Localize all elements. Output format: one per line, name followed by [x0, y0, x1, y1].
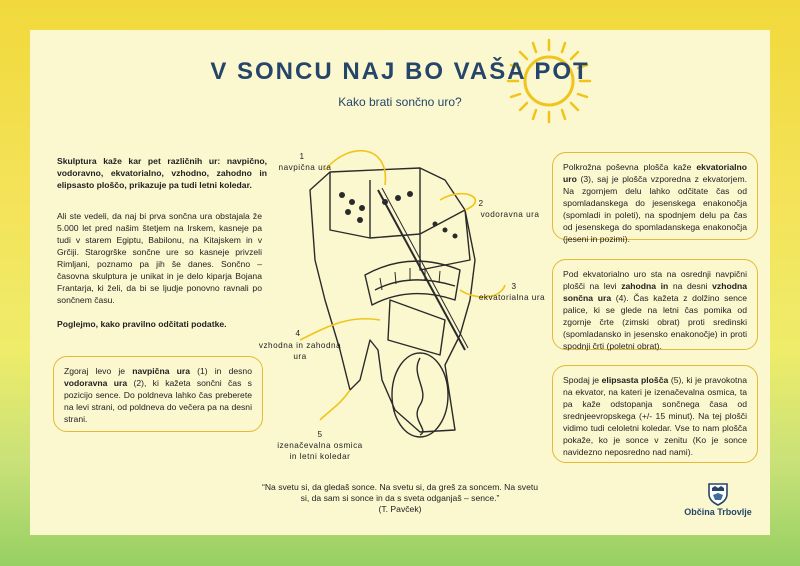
label-ellipse-plate-cont: in letni koledar — [289, 452, 351, 461]
label-number-5: 5 — [317, 430, 323, 439]
label-number-2: 2 — [478, 199, 484, 208]
label-east-west-dial-cont: ura — [293, 352, 307, 361]
label-equatorial-dial: ekvatorialna ura — [478, 293, 546, 302]
info-box-vertical-horizontal: Zgoraj levo je navpična ura (1) in desno… — [53, 356, 263, 432]
label-number-3: 3 — [511, 282, 517, 291]
info-box-equatorial: Polkrožna poševna plošča kaže ekvatorial… — [552, 152, 758, 244]
callout-lines — [299, 149, 506, 421]
label-vertical-dial: navpična ura — [278, 163, 332, 172]
label-ellipse-plate: izenačevalna osmica — [277, 441, 363, 450]
intro-cta: Poglejmo, kako pravilno odčitati podatke… — [57, 319, 227, 329]
page-title: V SONCU NAJ BO VAŠA POT — [210, 58, 590, 85]
info-box-east-west: Pod ekvatorialno uro sta na osrednji nav… — [552, 259, 758, 351]
sun-icon — [506, 38, 592, 124]
quote-author: (T. Pavček) — [378, 504, 422, 514]
label-number-4: 4 — [295, 329, 301, 338]
info-box-ellipse: Spodaj je elipsasta plošča (5), ki je pr… — [552, 365, 758, 463]
intro-lead: Skulptura kaže kar pet različnih ur: nav… — [57, 156, 267, 190]
quote-block: “Na svetu si, da gledaš sonce. Na svetu … — [232, 482, 568, 515]
quote-line-1: “Na svetu si, da gledaš sonce. Na svetu … — [261, 482, 539, 492]
quote-line-2: si, da sam si sonce in da s sveta odganj… — [300, 493, 500, 503]
sundial-sculpture-illustration — [309, 167, 476, 438]
page-subtitle: Kako brati sončno uro? — [338, 95, 462, 109]
label-number-1: 1 — [299, 152, 305, 161]
intro-history: Ali ste vedeli, da naj bi prva sončna ur… — [57, 211, 262, 305]
municipality-name: Občina Trbovlje — [684, 507, 752, 517]
coat-of-arms-icon — [708, 483, 728, 506]
label-horizontal-dial: vodoravna ura — [480, 210, 540, 219]
label-east-west-dial: vzhodna in zahodna — [258, 341, 342, 350]
